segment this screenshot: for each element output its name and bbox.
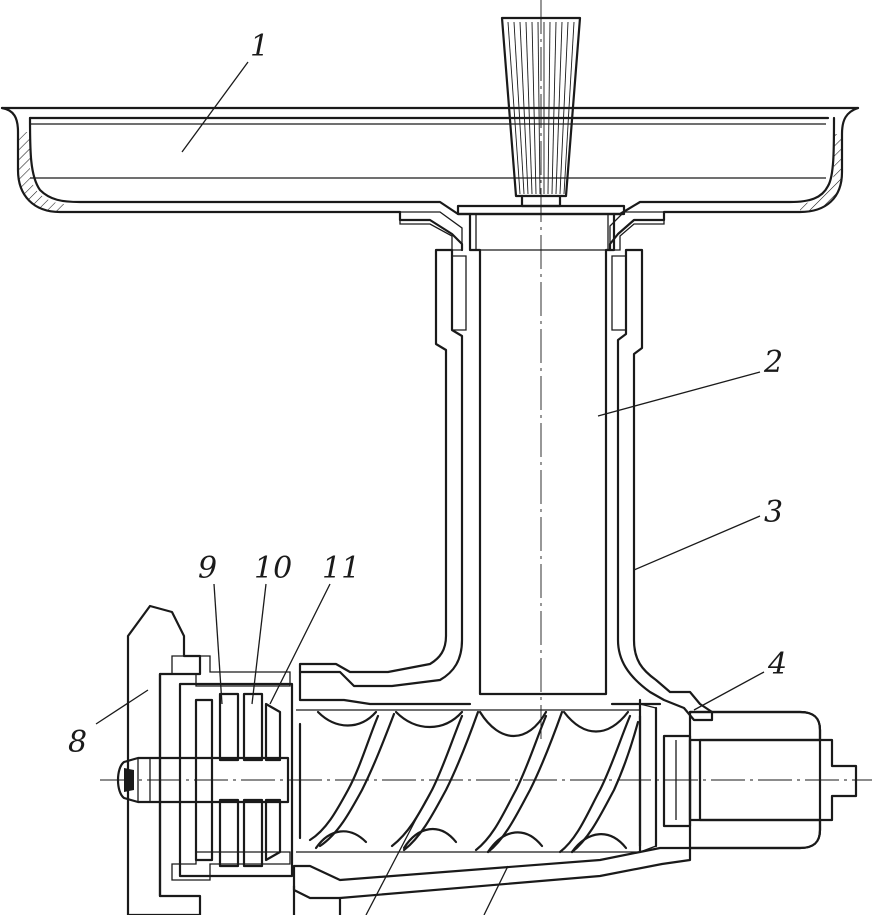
- callout-11: 11: [322, 551, 360, 586]
- callout-9: 9: [198, 551, 217, 586]
- callout-1: 1: [250, 29, 269, 64]
- leader-8: [95, 689, 149, 725]
- loading-tray: [0, 106, 860, 252]
- leader-9: [213, 583, 223, 705]
- callout-8: 8: [68, 725, 87, 760]
- leader-3: [633, 515, 761, 571]
- leader-auger-b: [483, 865, 509, 915]
- auger-screw: [298, 710, 642, 854]
- leader-2: [597, 371, 761, 417]
- callouts: 1 2 3 4 8 9 10 11: [68, 29, 787, 760]
- leader-11: [269, 583, 331, 705]
- leader-4: [693, 671, 765, 711]
- pusher: [500, 16, 582, 208]
- cutting-assembly: [116, 604, 294, 915]
- leader-auger-a: [365, 799, 427, 915]
- callout-3: 3: [764, 495, 783, 530]
- drive-coupling: [662, 710, 858, 850]
- callout-4: 4: [767, 647, 787, 682]
- feed-tube: [456, 204, 626, 696]
- leader-10: [251, 583, 267, 705]
- housing: [292, 248, 714, 915]
- callout-2: 2: [763, 345, 783, 380]
- leader-1: [181, 61, 249, 153]
- callout-10: 10: [254, 551, 292, 586]
- leader-lines: [95, 61, 765, 915]
